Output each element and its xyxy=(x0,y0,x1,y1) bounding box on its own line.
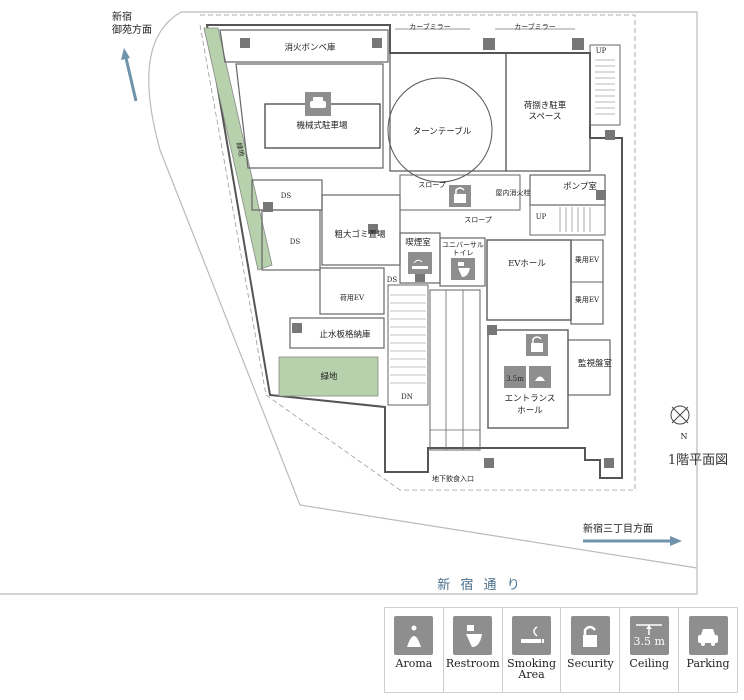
label-entrance-1: エントランス xyxy=(505,394,556,404)
label-green-bottom: 緑地 xyxy=(320,371,338,382)
restroom-badge xyxy=(451,258,475,280)
ceiling-badge xyxy=(504,366,526,388)
label-curve-mirror-1: カーブミラー xyxy=(409,22,451,31)
label-ds-2: DS xyxy=(290,238,301,246)
label-ds-3: DS xyxy=(387,276,398,284)
label-curve-mirror-2: カーブミラー xyxy=(514,22,556,31)
label-passenger-ev-1: 乗用EV xyxy=(575,255,600,264)
arrow-to-gyoen xyxy=(121,48,138,102)
floor-plan: 消火ボンベ庫 機械式駐車場 ターンテーブル 荷捌き駐車 スペース カーブミラー … xyxy=(0,10,729,595)
legend-label-ceiling: Ceiling xyxy=(629,657,670,670)
label-slope-1: スロープ xyxy=(418,181,446,189)
label-indoor-hydrant: 屋内消火栓 xyxy=(496,188,531,197)
columns xyxy=(240,38,615,468)
street-curb xyxy=(148,11,698,569)
label-direction-gyoen-2: 御苑方面 xyxy=(112,23,152,36)
label-loading-1: 荷捌き駐車 xyxy=(524,100,567,111)
label-freight-ev: 荷用EV xyxy=(340,293,365,302)
label-direction-gyoen-1: 新宿 xyxy=(112,10,132,23)
label-universal-toilet-2: トイレ xyxy=(453,249,474,257)
legend-label-parking: Parking xyxy=(686,657,730,670)
aroma-icon xyxy=(394,616,434,655)
security-badge xyxy=(449,185,471,207)
legend-ceiling: 3.5 m Ceiling xyxy=(620,608,680,692)
compass-letter: N xyxy=(681,432,688,441)
label-pump-room: ポンプ室 xyxy=(563,181,597,192)
legend-label-smoking: Smoking Area xyxy=(507,657,557,681)
legend: Aroma Restroom Smoking Area Security 3.5… xyxy=(384,607,738,693)
restroom-icon xyxy=(453,616,493,655)
stair-mid xyxy=(559,207,591,232)
label-up-top: UP xyxy=(596,47,607,55)
legend-label-security: Security xyxy=(567,657,614,670)
arrow-to-sanchome xyxy=(583,536,682,546)
label-entrance-2: ホール xyxy=(517,406,543,416)
green-bottom-area xyxy=(278,356,379,397)
stair-down xyxy=(390,294,426,384)
label-water-barrier: 止水板格納庫 xyxy=(319,329,371,340)
security-icon xyxy=(570,616,610,655)
label-ceiling-tag: 3.5m xyxy=(506,375,524,383)
turntable-circle xyxy=(387,77,493,183)
legend-security: Security xyxy=(561,608,621,692)
parking-icon xyxy=(688,616,728,655)
label-ds-1: DS xyxy=(281,192,292,200)
label-universal-toilet-1: ユニバーサル xyxy=(442,241,484,249)
label-smoking-room: 喫煙室 xyxy=(405,237,431,248)
label-bulky-garbage: 粗大ゴミ置場 xyxy=(334,229,386,240)
label-passenger-ev-2: 乗用EV xyxy=(575,295,600,304)
label-fire-cylinder: 消火ボンベ庫 xyxy=(284,42,336,53)
compass: N xyxy=(670,405,690,441)
smoking-badge xyxy=(408,252,432,274)
legend-smoking: Smoking Area xyxy=(503,608,562,692)
legend-parking: Parking xyxy=(679,608,737,692)
stair-top-right xyxy=(595,59,615,115)
floor-title: 1階平面図 xyxy=(668,453,728,468)
label-ev-hall: EVホール xyxy=(508,259,546,269)
label-monitoring-room: 監視盤室 xyxy=(578,358,613,369)
ceiling-icon: 3.5 m xyxy=(629,616,669,655)
legend-aroma: Aroma xyxy=(385,608,444,692)
site-boundary xyxy=(0,11,698,595)
legend-restroom: Restroom xyxy=(444,608,503,692)
aroma-badge xyxy=(529,366,551,388)
legend-label-restroom: Restroom xyxy=(445,657,500,670)
label-basement-entrance: 地下飲食入口 xyxy=(432,474,474,483)
smoking-icon xyxy=(512,616,552,655)
label-up-mid: UP xyxy=(536,213,547,221)
label-slope-2: スロープ xyxy=(464,216,492,224)
label-green-left: 緑地 xyxy=(234,142,246,158)
parking-badge xyxy=(305,92,331,116)
street-name: 新 宿 通 り xyxy=(437,577,522,593)
security-badge-2 xyxy=(526,334,548,356)
label-turntable: ターンテーブル xyxy=(413,126,472,137)
label-loading-2: スペース xyxy=(529,112,562,122)
label-direction-sanchome: 新宿三丁目方面 xyxy=(583,522,653,535)
legend-label-aroma: Aroma xyxy=(395,657,433,670)
property-line xyxy=(199,14,636,491)
ceiling-icon-value: 3.5 m xyxy=(633,634,665,648)
label-mechanical-parking: 機械式駐車場 xyxy=(296,120,348,131)
label-dn: DN xyxy=(401,393,413,401)
